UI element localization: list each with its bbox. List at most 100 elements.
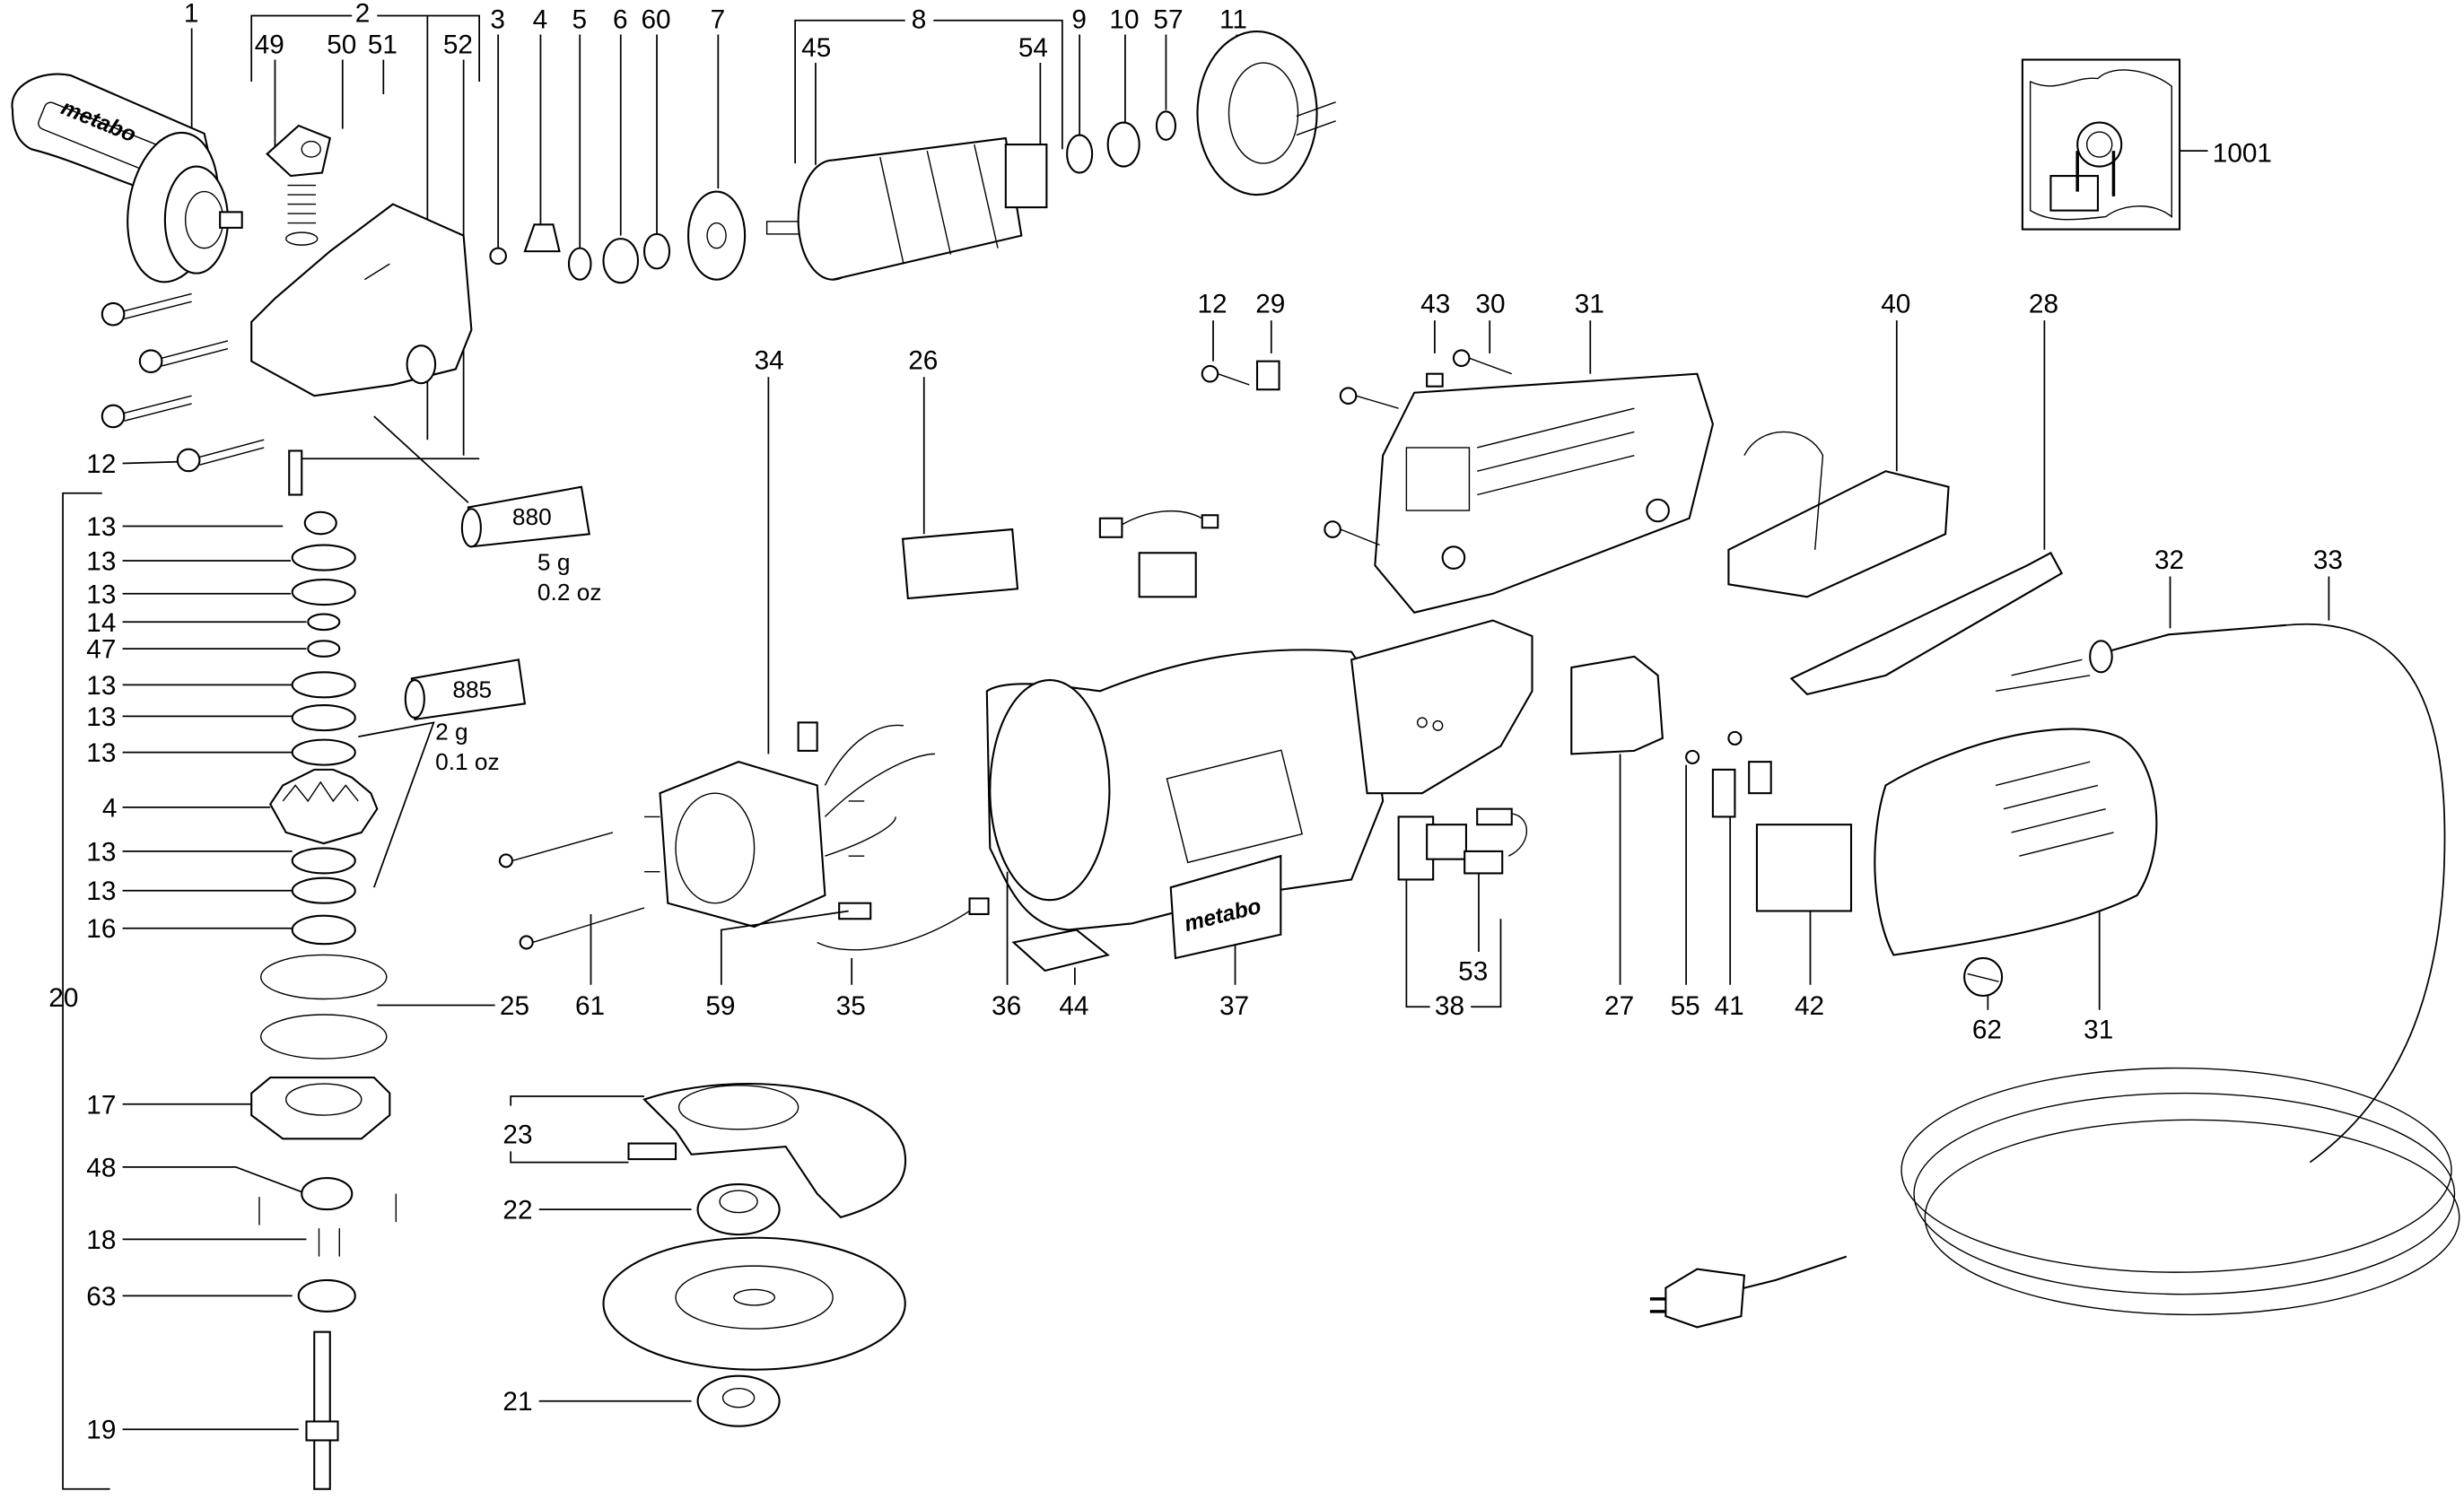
callout-5: 5 <box>572 5 587 35</box>
callout-18: 18 <box>86 1225 116 1255</box>
callout-21: 21 <box>502 1387 532 1417</box>
callout-50: 50 <box>327 31 356 60</box>
spindle-lock-parts <box>266 124 331 246</box>
wheel-guard-group: 23 22 21 <box>502 1083 907 1427</box>
trigger-lever <box>1789 551 2091 696</box>
callout-13-a: 13 <box>86 512 116 542</box>
insulation-sheet-44 <box>1011 929 1110 972</box>
callout-14: 14 <box>86 608 116 638</box>
screw <box>100 292 192 327</box>
callout-27: 27 <box>1604 991 1634 1021</box>
callout-2: 2 <box>355 0 371 29</box>
callout-41: 41 <box>1715 991 1744 1021</box>
callout-12-mid: 12 <box>1197 289 1227 318</box>
callout-13-c: 13 <box>86 580 116 609</box>
callout-49: 49 <box>255 31 284 60</box>
screw <box>100 395 192 429</box>
callout-13-e: 13 <box>86 702 116 732</box>
callout-11: 11 <box>1219 5 1247 35</box>
callout-25: 25 <box>500 991 529 1021</box>
rear-housing-half <box>1374 372 1714 614</box>
power-cable <box>1649 623 2460 1329</box>
callout-31-top: 31 <box>1575 289 1604 318</box>
tube-885-code: 885 <box>452 676 492 702</box>
callout-16: 16 <box>86 914 116 944</box>
callout-4-gear: 4 <box>102 793 118 823</box>
nameplate: metabo <box>1169 854 1282 960</box>
callout-40: 40 <box>1881 289 1910 318</box>
callout-55: 55 <box>1671 991 1700 1021</box>
callout-51: 51 <box>368 31 398 60</box>
label-plate-26 <box>901 528 1019 600</box>
callout-53: 53 <box>1458 956 1488 986</box>
callout-59: 59 <box>705 991 735 1021</box>
switch-assembly <box>1727 431 1950 598</box>
tube-885-weight-g: 2 g <box>435 719 468 746</box>
suppressor-42 <box>1755 824 1853 912</box>
callout-54: 54 <box>1018 33 1048 63</box>
tube-880-code: 880 <box>512 503 552 530</box>
gear-housing-cover <box>250 203 473 397</box>
callout-33: 33 <box>2313 545 2343 575</box>
grease-tube-880: 880 5 g 0.2 oz <box>373 415 602 606</box>
tube-880-weight-g: 5 g <box>537 549 571 576</box>
callout-1001: 1001 <box>2213 138 2272 168</box>
callout-4: 4 <box>533 5 548 35</box>
callout-35: 35 <box>836 991 866 1021</box>
callout-10: 10 <box>1109 5 1139 35</box>
callout-13-g: 13 <box>86 837 116 867</box>
callout-7: 7 <box>711 5 726 35</box>
side-handle: metabo <box>11 73 243 283</box>
mid-callouts: 12 29 43 30 31 40 28 34 26 32 33 <box>755 289 2343 754</box>
cover-plate-27 <box>1570 655 1664 755</box>
callout-30: 30 <box>1475 289 1505 318</box>
callout-44: 44 <box>1059 991 1088 1021</box>
left-column-callouts: 20 13 13 13 14 47 13 13 13 4 13 13 16 25… <box>48 492 529 1490</box>
stator-screws <box>498 832 645 950</box>
screw <box>176 439 265 473</box>
callout-52: 52 <box>443 31 473 60</box>
callout-32: 32 <box>2154 545 2184 575</box>
callout-38: 38 <box>1435 991 1464 1021</box>
callout-1: 1 <box>184 0 199 29</box>
callout-60: 60 <box>642 5 671 35</box>
callout-20: 20 <box>48 983 78 1013</box>
tube-880-weight-oz: 0.2 oz <box>537 579 602 606</box>
rear-cover-31 <box>1874 728 2158 956</box>
callout-37: 37 <box>1219 991 1249 1021</box>
callout-13-d: 13 <box>86 671 116 701</box>
screw <box>138 340 229 373</box>
cable-clamp-parts <box>1685 730 1772 818</box>
callout-3: 3 <box>490 5 505 35</box>
callout-17: 17 <box>86 1090 116 1120</box>
wiring-inset: 1001 <box>2021 58 2272 231</box>
field-stator <box>644 721 990 951</box>
callout-13-h: 13 <box>86 876 116 906</box>
callout-31-bottom: 31 <box>2084 1015 2113 1044</box>
callout-9: 9 <box>1071 5 1087 35</box>
callout-63: 63 <box>86 1282 116 1312</box>
mid-screws <box>1201 349 1512 546</box>
callout-34: 34 <box>755 345 784 375</box>
callout-36: 36 <box>992 991 1021 1021</box>
callout-26: 26 <box>908 345 938 375</box>
callout-12-left: 12 <box>86 449 116 479</box>
callout-43: 43 <box>1420 289 1450 318</box>
warning-sticker-62 <box>1963 956 2004 998</box>
callout-8: 8 <box>912 5 927 35</box>
callout-22: 22 <box>502 1196 532 1225</box>
callout-47: 47 <box>86 635 116 665</box>
armature <box>765 110 1177 281</box>
callout-28: 28 <box>2029 289 2058 318</box>
callout-13-f: 13 <box>86 738 116 768</box>
callout-6: 6 <box>613 5 628 35</box>
brush-holder-small <box>1098 510 1219 598</box>
callout-29: 29 <box>1255 289 1285 318</box>
grease-tube-885: 885 2 g 0.1 oz <box>358 658 527 888</box>
air-guide <box>1196 30 1336 196</box>
callout-13-b: 13 <box>86 547 116 577</box>
callout-19: 19 <box>86 1416 116 1445</box>
callout-57: 57 <box>1153 5 1183 35</box>
